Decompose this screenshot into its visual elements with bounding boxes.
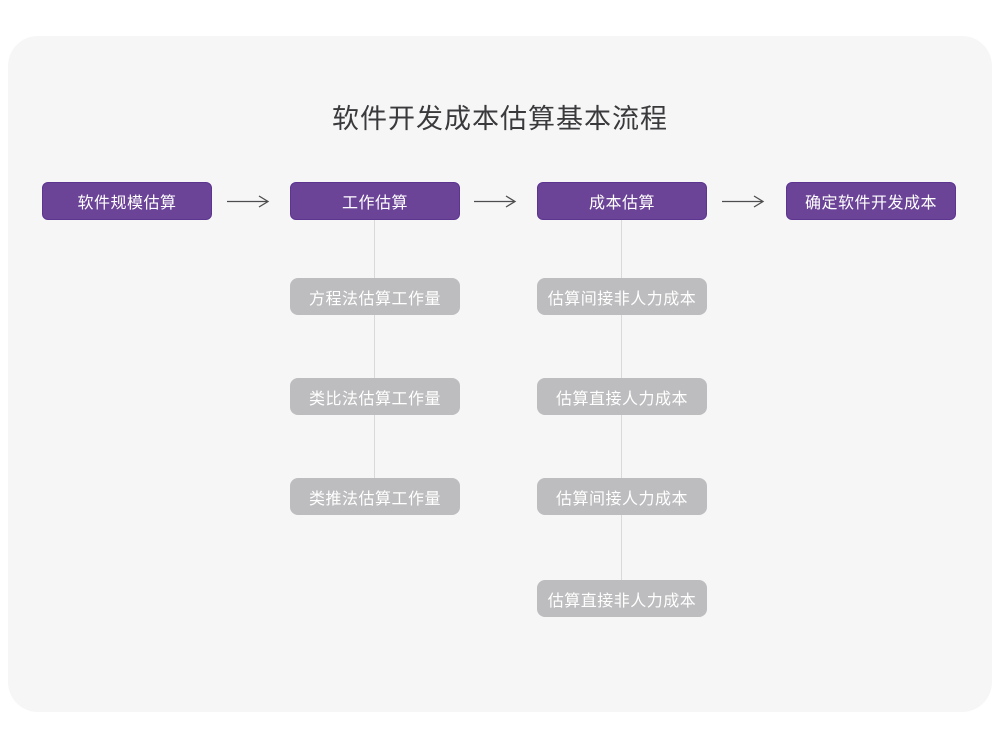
substep-label: 估算直接人力成本 [555, 390, 688, 408]
stage-node-work-estimation: 工作估算 [290, 182, 460, 220]
substep-label: 类推法估算工作量 [308, 490, 441, 508]
substep-label: 估算间接人力成本 [555, 490, 688, 508]
arrow-right-icon [722, 195, 765, 208]
substep-node-direct-nonlabor-cost: 估算直接非人力成本 [537, 580, 707, 617]
arrow-right-icon [474, 195, 517, 208]
connector-line-work-estimation [374, 220, 375, 497]
stage-label: 软件规模估算 [77, 195, 177, 212]
substep-label: 方程法估算工作量 [308, 290, 441, 308]
substep-node-direct-labor-cost: 估算直接人力成本 [537, 378, 707, 415]
stage-label: 成本估算 [588, 195, 655, 212]
arrow-right-icon [227, 195, 270, 208]
substep-node-analogy-method: 类比法估算工作量 [290, 378, 460, 415]
stage-node-software-scale-estimation: 软件规模估算 [42, 182, 212, 220]
substep-label: 类比法估算工作量 [308, 390, 441, 408]
stage-node-cost-estimation: 成本估算 [537, 182, 707, 220]
stage-label: 工作估算 [341, 195, 408, 212]
substep-node-indirect-labor-cost: 估算间接人力成本 [537, 478, 707, 515]
stage-label: 确定软件开发成本 [804, 195, 937, 212]
substep-node-extrapolation-method: 类推法估算工作量 [290, 478, 460, 515]
substep-label: 估算直接非人力成本 [547, 592, 697, 610]
substep-label: 估算间接非人力成本 [547, 290, 697, 308]
diagram-title: 软件开发成本估算基本流程 [332, 104, 668, 134]
substep-node-equation-method: 方程法估算工作量 [290, 278, 460, 315]
substep-node-indirect-nonlabor-cost: 估算间接非人力成本 [537, 278, 707, 315]
diagram-card [8, 36, 992, 712]
stage-node-determine-development-cost: 确定软件开发成本 [786, 182, 956, 220]
